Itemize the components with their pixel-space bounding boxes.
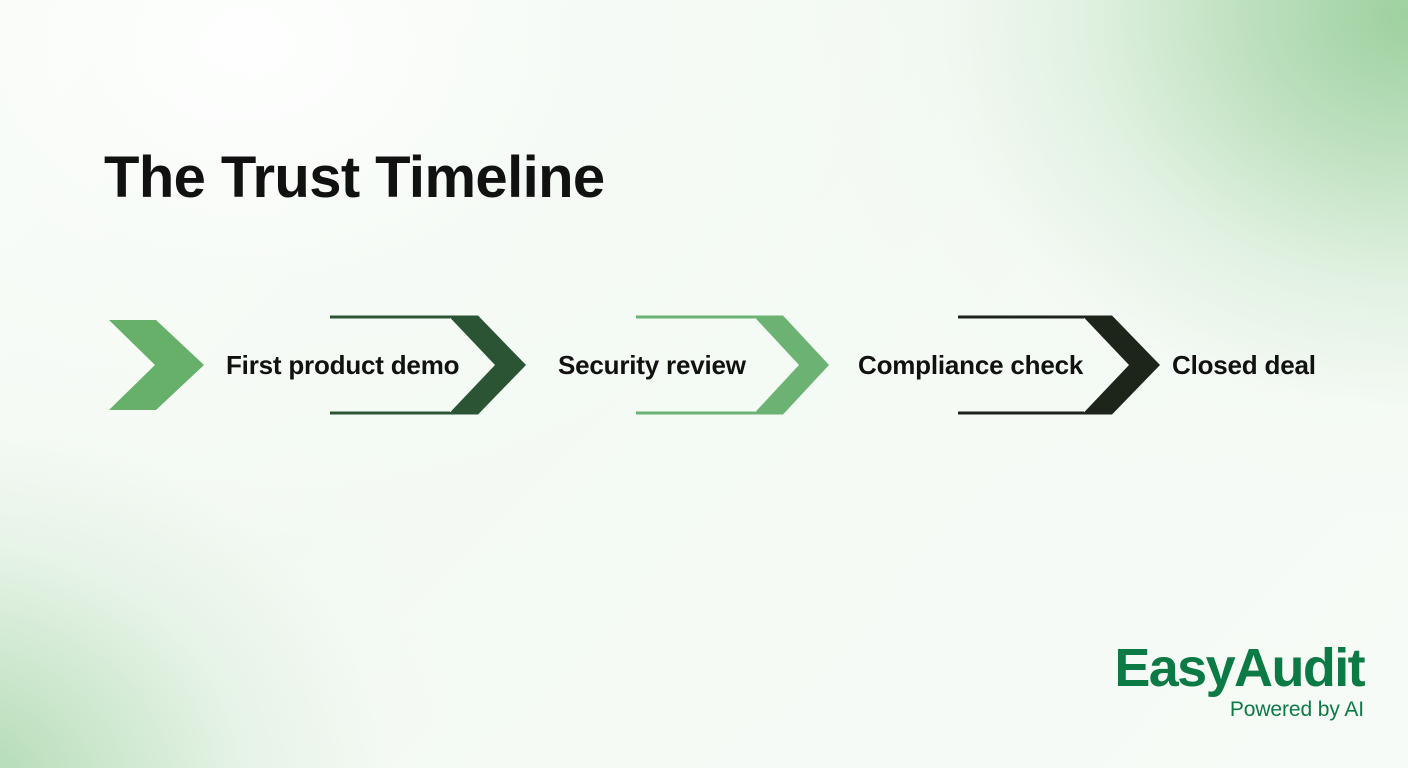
timeline-step-label-1: First product demo bbox=[226, 349, 460, 380]
arrow-right-icon-3 bbox=[958, 312, 1160, 418]
logo-wordmark: EasyAudit bbox=[1114, 638, 1365, 698]
timeline-step-label-4: Closed deal bbox=[1172, 349, 1316, 380]
arrow-right-icon-1 bbox=[330, 312, 526, 418]
chevron-right-icon bbox=[109, 320, 204, 410]
page-title: The Trust Timeline bbox=[104, 145, 605, 210]
timeline-step-marker-1 bbox=[109, 300, 204, 430]
brand-logo: EasyAudit Powered by AI bbox=[1114, 638, 1365, 721]
timeline-step-label-3: Compliance check bbox=[858, 349, 1084, 380]
timeline-step-label-2: Security review bbox=[558, 349, 746, 380]
logo-tagline: Powered by AI bbox=[1229, 698, 1364, 721]
timeline-diagram: First product demo Security review Compl… bbox=[0, 300, 1408, 430]
arrow-right-icon-2 bbox=[636, 312, 829, 418]
